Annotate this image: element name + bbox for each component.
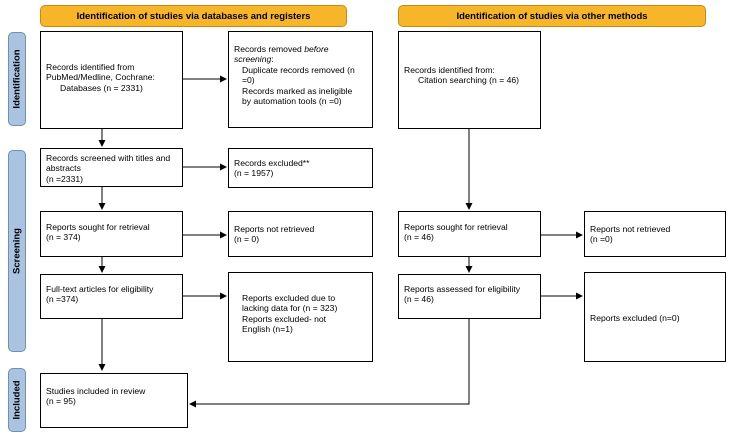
records-excluded-line2: (n = 1957) — [234, 168, 274, 179]
box-records-screened: Records screened with titles and abstrac… — [40, 148, 183, 187]
reports-not-retrieved-line1: Reports not retrieved — [234, 224, 315, 234]
other-excluded-line1: Reports excluded (n=0) — [590, 313, 680, 323]
header-other-methods-label: Identification of studies via other meth… — [456, 10, 648, 22]
records-removed-line2: screening: — [234, 54, 274, 65]
records-screened-line1: Records screened with titles and — [46, 153, 171, 163]
box-records-excluded: Records excluded** (n = 1957) — [228, 148, 373, 188]
other-identified-line1: Records identified from: — [404, 65, 495, 75]
included-line1: Studies included in review — [46, 386, 146, 396]
reports-excluded-line1: Reports excluded due to — [242, 293, 336, 303]
records-removed-line5: Records marked as ineligible — [242, 85, 353, 96]
box-reports-sought: Reports sought for retrieval (n = 374) — [40, 211, 183, 257]
other-assessed-line1: Reports assessed for eligibility — [404, 284, 521, 294]
records-identified-line1: Records identified from — [46, 62, 135, 72]
records-screened-line3: (n =2331) — [46, 173, 84, 184]
phase-screening: Screening — [8, 150, 26, 352]
records-removed-line6: by automation tools (n =0) — [242, 96, 342, 107]
box-other-assessed: Reports assessed for eligibility (n = 46… — [398, 274, 541, 319]
reports-sought-line2: (n = 374) — [46, 232, 81, 243]
fulltext-line2: (n =374) — [46, 294, 79, 305]
box-other-not-retrieved: Reports not retrieved (n =0) — [584, 211, 726, 257]
box-other-identified: Records identified from: Citation search… — [398, 31, 541, 129]
reports-excluded-line2: lacking data for (n = 323) — [242, 303, 338, 314]
other-sought-line2: (n = 46) — [404, 232, 434, 243]
other-assessed-line2: (n = 46) — [404, 294, 434, 305]
records-identified-line2: PubMed/Medline, Cochrane: — [46, 72, 155, 83]
other-identified-line2: Citation searching (n = 46) — [418, 75, 520, 86]
reports-excluded-line3: Reports excluded- not — [242, 313, 327, 324]
phase-identification: Identification — [8, 32, 26, 126]
box-other-excluded: Reports excluded (n=0) — [584, 272, 726, 362]
header-databases: Identification of studies via databases … — [40, 5, 347, 27]
box-records-identified: Records identified from PubMed/Medline, … — [40, 31, 183, 129]
reports-not-retrieved-line2: (n = 0) — [234, 234, 260, 245]
other-not-retrieved-line2: (n =0) — [590, 234, 613, 245]
box-reports-excluded: Reports excluded due to lacking data for… — [228, 272, 373, 362]
box-reports-not-retrieved: Reports not retrieved (n = 0) — [228, 211, 373, 257]
included-line2: (n = 95) — [46, 396, 76, 407]
records-screened-line2: abstracts — [46, 163, 81, 174]
phase-included: Included — [8, 368, 26, 432]
records-excluded-line1: Records excluded** — [234, 158, 310, 168]
box-included: Studies included in review (n = 95) — [40, 373, 188, 428]
box-other-sought: Reports sought for retrieval (n = 46) — [398, 211, 541, 257]
box-records-removed: Records removed before screening: Duplic… — [228, 31, 373, 128]
reports-sought-line1: Reports sought for retrieval — [46, 222, 150, 232]
header-other-methods: Identification of studies via other meth… — [398, 5, 706, 27]
records-identified-line3: Databases (n = 2331) — [60, 82, 143, 93]
reports-excluded-line4: English (n=1) — [242, 324, 293, 335]
records-removed-line4: =0) — [242, 75, 255, 86]
other-sought-line1: Reports sought for retrieval — [404, 222, 508, 232]
box-fulltext: Full-text articles for eligibility (n =3… — [40, 274, 183, 319]
records-removed-line1: Records removed before — [234, 44, 329, 54]
records-removed-line3: Duplicate records removed (n — [242, 64, 355, 75]
arrow-other-assessed-to-included — [189, 319, 470, 408]
other-not-retrieved-line1: Reports not retrieved — [590, 224, 671, 234]
fulltext-line1: Full-text articles for eligibility — [46, 284, 154, 294]
header-databases-label: Identification of studies via databases … — [76, 10, 311, 22]
